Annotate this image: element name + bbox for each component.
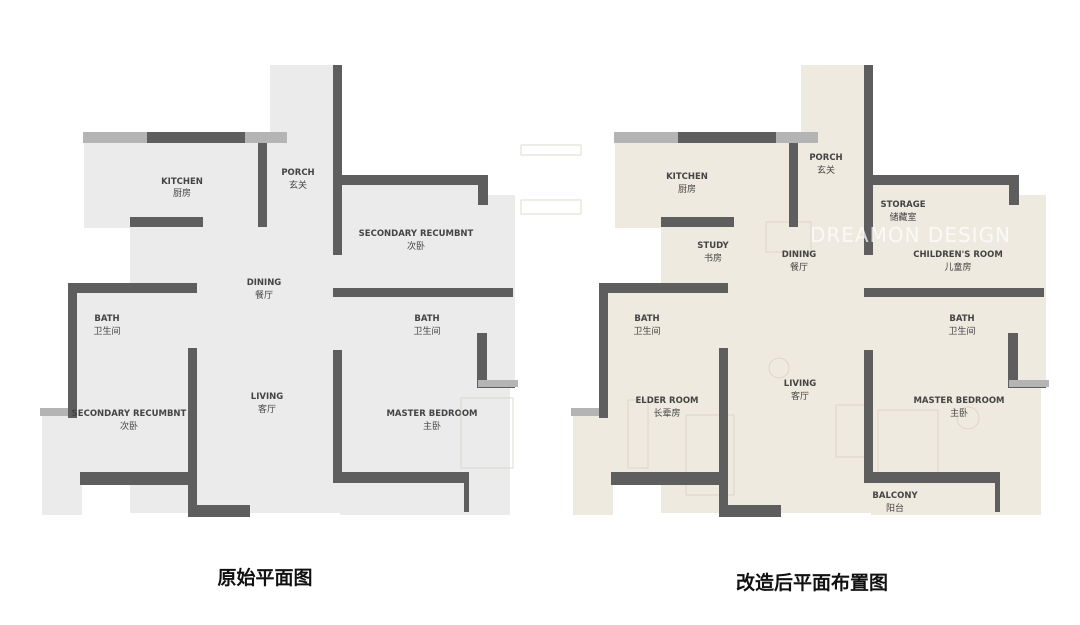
- room-label-cn: 次卧: [120, 420, 138, 432]
- original-plan: KITCHEN 厨房 PORCH 玄关 SECONDARY RECUMBNT 次…: [40, 65, 518, 589]
- room-label: KITCHEN: [666, 172, 708, 182]
- renovated-plan: DREAMON DESIGN KITCHEN 厨房 PORCH 玄关 STORA…: [460, 65, 1049, 594]
- room-label-cn: 长辈房: [653, 407, 680, 419]
- watermark: DREAMON DESIGN: [810, 223, 1011, 247]
- room-label-cn: 客厅: [791, 390, 809, 402]
- room-label: SECONDARY RECUMBNT: [359, 229, 474, 239]
- room-label-cn: 卫生间: [413, 325, 440, 337]
- room-label-cn: 餐厅: [255, 289, 273, 301]
- renovated-room-labels: KITCHEN 厨房 PORCH 玄关 STORAGE 储藏室 STUDY 书房…: [633, 153, 1004, 514]
- room-label-cn: 客厅: [258, 403, 276, 415]
- room-label-cn: 主卧: [423, 420, 441, 432]
- room-label-cn: 玄关: [817, 164, 835, 176]
- room-label: BATH: [414, 314, 439, 324]
- original-plan-title: 原始平面图: [217, 566, 312, 589]
- room-label-cn: 厨房: [678, 183, 696, 195]
- room-label-cn: 玄关: [289, 179, 307, 191]
- room-label-cn: 卫生间: [93, 325, 120, 337]
- room-label-cn: 主卧: [950, 407, 968, 419]
- room-label-cn: 书房: [704, 252, 722, 264]
- room-label: DINING: [782, 250, 817, 260]
- room-label: KITCHEN: [161, 177, 203, 187]
- room-label: PORCH: [281, 168, 314, 178]
- room-label-cn: 阳台: [886, 502, 904, 514]
- room-label-cn: 次卧: [407, 240, 425, 252]
- room-label: CHILDREN'S ROOM: [913, 250, 1003, 260]
- room-label: STORAGE: [880, 200, 925, 210]
- room-label: MASTER BEDROOM: [913, 396, 1004, 406]
- room-label: LIVING: [251, 392, 283, 402]
- room-label: BALCONY: [872, 491, 918, 501]
- renovated-plan-title: 改造后平面布置图: [736, 571, 888, 594]
- room-label-cn: 卫生间: [633, 325, 660, 337]
- room-label: BATH: [634, 314, 659, 324]
- room-label: DINING: [247, 278, 282, 288]
- room-label-cn: 餐厅: [790, 261, 808, 273]
- room-label: STUDY: [697, 241, 729, 251]
- room-label-cn: 厨房: [173, 187, 191, 199]
- room-label: ELDER ROOM: [635, 396, 698, 406]
- furniture: [460, 144, 980, 496]
- room-label: LIVING: [784, 379, 816, 389]
- room-label-cn: 储藏室: [889, 211, 916, 223]
- room-label-cn: 卫生间: [948, 325, 975, 337]
- room-label: BATH: [94, 314, 119, 324]
- room-label: BATH: [949, 314, 974, 324]
- room-label-cn: 儿童房: [944, 261, 971, 273]
- room-label: MASTER BEDROOM: [386, 409, 477, 419]
- room-label: SECONDARY RECUMBNT: [72, 409, 187, 419]
- original-room-labels: KITCHEN 厨房 PORCH 玄关 SECONDARY RECUMBNT 次…: [72, 168, 478, 432]
- room-label: PORCH: [809, 153, 842, 163]
